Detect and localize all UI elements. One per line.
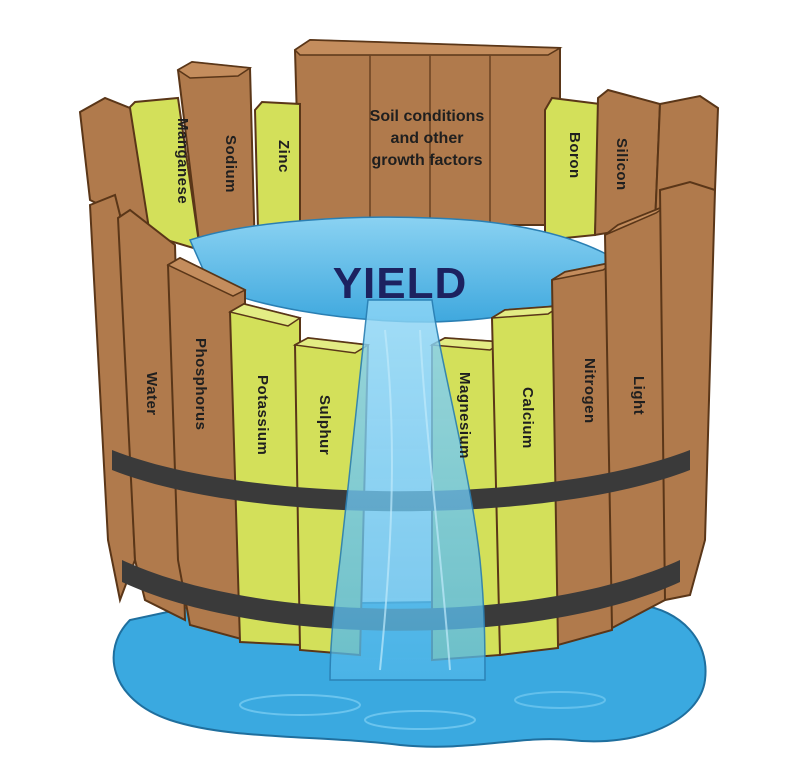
label-water: Water — [143, 372, 160, 416]
back-label-line-1: Soil conditions — [370, 108, 485, 125]
label-zinc: Zinc — [275, 140, 292, 173]
label-sodium: Sodium — [222, 135, 239, 193]
label-light: Light — [630, 376, 647, 415]
waterfall — [329, 299, 486, 681]
label-calcium: Calcium — [519, 387, 536, 449]
yield-title: YIELD — [333, 259, 468, 308]
back-label-line-2: and other — [391, 130, 464, 147]
stave-water — [116, 208, 187, 622]
label-nitrogen: Nitrogen — [581, 358, 598, 424]
label-phosphorus: Phosphorus — [192, 338, 209, 431]
label-sulphur: Sulphur — [316, 395, 333, 455]
label-silicon: Silicon — [613, 138, 630, 191]
label-manganese: Manganese — [174, 118, 191, 204]
label-potassium: Potassium — [254, 375, 271, 455]
stave-zinc — [253, 100, 301, 232]
back-stave-group — [293, 38, 563, 226]
stave-right-edge — [658, 180, 717, 602]
barrel-band-upper — [112, 450, 690, 512]
stave-light — [603, 203, 670, 630]
back-label-line-3: growth factors — [371, 152, 482, 169]
barrel-band-lower — [122, 560, 680, 631]
label-boron: Boron — [566, 132, 583, 179]
label-magnesium: Magnesium — [456, 372, 473, 459]
stave-potassium — [228, 302, 301, 647]
